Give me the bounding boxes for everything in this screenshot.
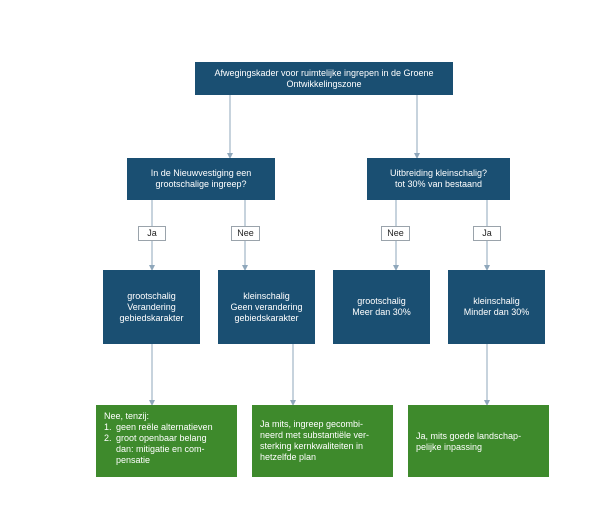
- mid-box-4-line1: kleinschalig: [473, 296, 520, 306]
- question-left-node: In de Nieuwvestiging een grootschalige i…: [127, 158, 275, 200]
- outcome-2-line3: sterking kernkwaliteiten in: [260, 441, 364, 451]
- mid-box-3: grootschalig Meer dan 30%: [333, 270, 430, 344]
- outcome-1-item-2-line3: pensatie: [116, 455, 151, 465]
- mid-box-2-line3: gebiedskarakter: [234, 312, 299, 323]
- mid-box-1-line3: gebiedskarakter: [119, 312, 184, 323]
- mid-box-1-line1: grootschalig: [127, 290, 176, 301]
- outcome-1-intro: Nee, tenzij:: [104, 411, 150, 421]
- label-nee-right: Nee: [381, 226, 410, 241]
- outcome-box-1: Nee, tenzij: 1. geen reële alternatieven…: [96, 405, 237, 477]
- outcome-1-list: 1. geen reële alternatieven 2. groot ope…: [104, 422, 229, 466]
- root-line2: Ontwikkelingszone: [286, 78, 362, 89]
- mid-box-3-line1: grootschalig: [357, 296, 406, 306]
- outcome-1-item-2-line2: dan: mitigatie en com-: [116, 444, 205, 454]
- label-ja-left: Ja: [138, 226, 166, 241]
- outcome-box-3: Ja, mits goede landschap- pelijke inpass…: [408, 405, 549, 477]
- outcome-box-2: Ja mits, ingreep gecombi- neerd met subs…: [252, 405, 393, 477]
- mid-box-4-line2: Minder dan 30%: [463, 307, 530, 317]
- mid-box-2: kleinschalig Geen verandering gebiedskar…: [218, 270, 315, 344]
- question-right-line1: Uitbreiding kleinschalig?: [389, 168, 488, 178]
- question-right-line2: tot 30% van bestaand: [394, 179, 483, 189]
- mid-box-1-line2: Verandering: [127, 301, 176, 312]
- mid-box-2-line1: kleinschalig: [243, 290, 290, 301]
- mid-box-4: kleinschalig Minder dan 30%: [448, 270, 545, 344]
- mid-box-3-line2: Meer dan 30%: [352, 307, 411, 317]
- label-nee-left: Nee: [231, 226, 260, 241]
- outcome-1-item-1: 1. geen reële alternatieven: [104, 422, 229, 433]
- mid-box-1: grootschalig Verandering gebiedskarakter: [103, 270, 200, 344]
- question-left-line1: In de Nieuwvestiging een: [150, 168, 252, 178]
- outcome-1-item-2: 2. groot openbaar belang dan: mitigatie …: [104, 433, 229, 466]
- question-right-node: Uitbreiding kleinschalig? tot 30% van be…: [367, 158, 510, 200]
- outcome-1-item-1-line1: geen reële alternatieven: [116, 422, 213, 432]
- outcome-3-line2: pelijke inpassing: [416, 442, 483, 452]
- root-line1: Afwegingskader voor ruimtelijke ingrepen…: [214, 67, 434, 78]
- outcome-1-item-2-line1: groot openbaar belang: [116, 433, 207, 443]
- root-node: Afwegingskader voor ruimtelijke ingrepen…: [195, 62, 453, 95]
- outcome-1-item-1-num: 1.: [104, 422, 112, 432]
- label-ja-right: Ja: [473, 226, 501, 241]
- outcome-1-item-2-num: 2.: [104, 433, 112, 443]
- outcome-3-line1: Ja, mits goede landschap-: [416, 431, 522, 441]
- outcome-2-line2: neerd met substantiële ver-: [260, 430, 370, 440]
- mid-box-2-line2: Geen verandering: [230, 301, 303, 312]
- question-left-line2: grootschalige ingreep?: [155, 179, 247, 189]
- outcome-2-line1: Ja mits, ingreep gecombi-: [260, 419, 364, 429]
- outcome-2-line4: hetzelfde plan: [260, 452, 317, 462]
